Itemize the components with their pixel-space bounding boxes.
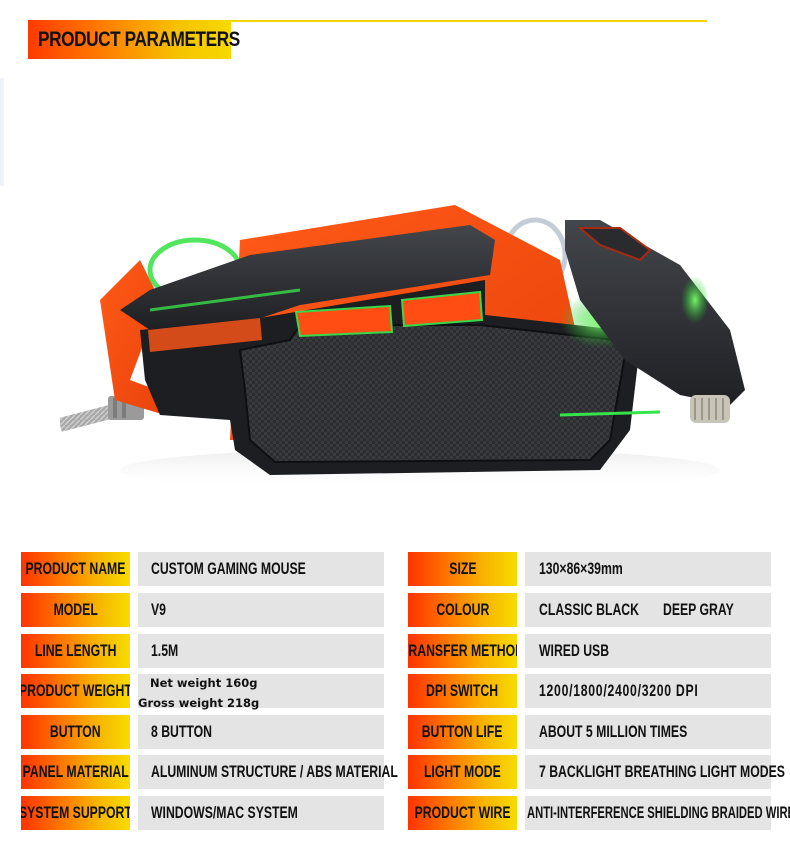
spec-value: CLASSIC BLACK DEEP GRAY [525,593,771,627]
spec-value: 130×86×39mm [525,552,771,586]
spec-value: ABOUT 5 MILLION TIMES [525,715,771,749]
spec-row-colour: COLOUR CLASSIC BLACK DEEP GRAY [0,593,790,627]
spec-label: TRANSFER METHOD [408,634,517,668]
section-header: PRODUCT PARAMETERS [28,20,240,59]
spec-value: ANTI-INTERFERENCE SHIELDING BRAIDED WIRE [525,796,790,830]
gross-weight: Gross weight 218g [138,696,260,710]
spec-label: PRODUCT NAME [21,552,130,586]
spec-label: MODEL [21,593,130,627]
product-image-mouse [60,205,745,492]
spec-label: COLOUR [408,593,517,627]
spec-label: DPI SWITCH [408,674,517,708]
spec-value: ALUMINUM STRUCTURE / ABS MATERIAL [138,755,398,789]
spec-row-line-length: LINE LENGTH 1.5M [0,634,790,668]
spec-value: 7 BACKLIGHT BREATHING LIGHT MODES [525,755,785,789]
spec-value: 1200/1800/2400/3200 DPI [525,674,771,708]
spec-row-panel-material: PANEL MATERIAL ALUMINUM STRUCTURE / ABS … [0,755,790,789]
spec-row-system-support: SYSTEM SUPPORT WINDOWS/MAC SYSTEM [0,796,790,830]
spec-row-model: MODEL V9 [0,593,790,627]
spec-value: 1.5M [138,634,384,668]
spec-value: 8 BUTTON [138,715,384,749]
spec-value: Net weight 160g Gross weight 218g [138,674,384,710]
spec-label: BUTTON [21,715,130,749]
spec-label: SYSTEM SUPPORT [21,796,130,830]
net-weight: Net weight 160g [150,676,258,690]
spec-value: WIRED USB [525,634,771,668]
spec-row-button-life: BUTTON LIFE ABOUT 5 MILLION TIMES [0,715,790,749]
spec-label: LIGHT MODE [408,755,517,789]
spec-value: V9 [138,593,384,627]
spec-row-size: SIZE 130×86×39mm [0,552,790,586]
spec-value: CUSTOM GAMING MOUSE [138,552,384,586]
spec-row-product-wire: PRODUCT WIRE ANTI-INTERFERENCE SHIELDING… [0,796,790,830]
left-edge-strip [0,78,4,186]
spec-label: PRODUCT WIRE [408,796,517,830]
spec-row-light-mode: LIGHT MODE 7 BACKLIGHT BREATHING LIGHT M… [0,755,790,789]
spec-label: PRODUCT WEIGHT [21,674,130,708]
section-title: PRODUCT PARAMETERS [38,28,240,51]
header-divider-line [231,20,707,22]
spec-label: LINE LENGTH [21,634,130,668]
spec-row-transfer-method: TRANSFER METHOD WIRED USB [0,634,790,668]
spec-value: WINDOWS/MAC SYSTEM [138,796,384,830]
colour-option-2: DEEP GRAY [663,600,734,619]
colour-option-1: CLASSIC BLACK [539,600,639,619]
spec-label: BUTTON LIFE [408,715,517,749]
spec-row-product-weight: PRODUCT WEIGHT Net weight 160g Gross wei… [0,674,790,710]
spec-row-product-name: PRODUCT NAME CUSTOM GAMING MOUSE [0,552,790,586]
spec-row-button: BUTTON 8 BUTTON [0,715,790,749]
spec-label: PANEL MATERIAL [21,755,130,789]
spec-label: SIZE [408,552,517,586]
spec-row-dpi-switch: DPI SWITCH 1200/1800/2400/3200 DPI [0,674,790,708]
